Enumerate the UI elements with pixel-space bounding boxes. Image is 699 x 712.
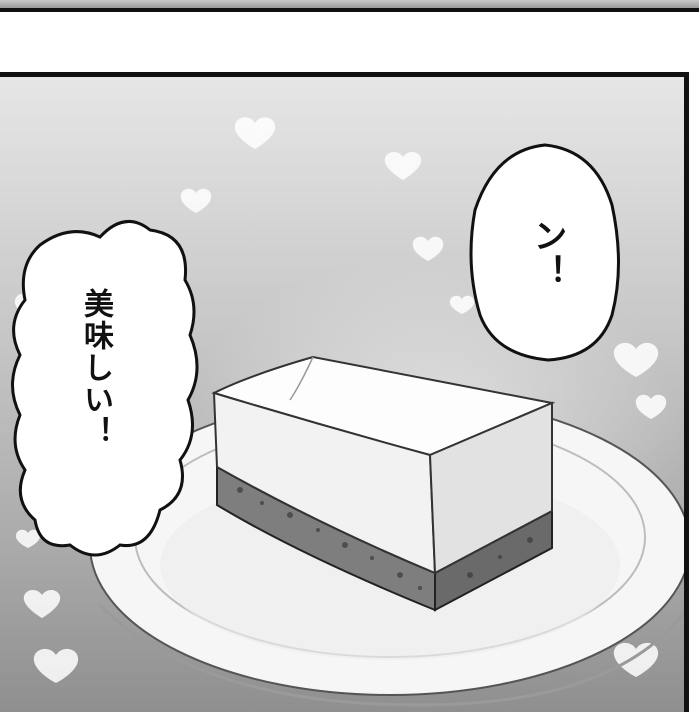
heart-icon [23,589,61,618]
speech-text-left: 美味しい！ [78,288,113,448]
panel-artwork [11,117,684,707]
heart-icon [15,529,41,548]
heart-icon [234,117,276,149]
speech-text-right: ン！ [527,218,567,290]
heart-icon [180,188,212,213]
cheesecake-slice [211,355,556,612]
heart-icon [449,295,475,314]
previous-panel-edge [0,0,699,12]
heart-icon [635,394,667,419]
speech-bubble-right-shape [469,143,620,362]
heart-icon [613,342,659,377]
heart-icon [412,236,444,261]
heart-icon [33,648,79,683]
heart-icon [613,642,659,677]
speech-bubble-left-shape [11,220,199,557]
manga-panel [0,72,689,712]
heart-icon [384,151,422,180]
